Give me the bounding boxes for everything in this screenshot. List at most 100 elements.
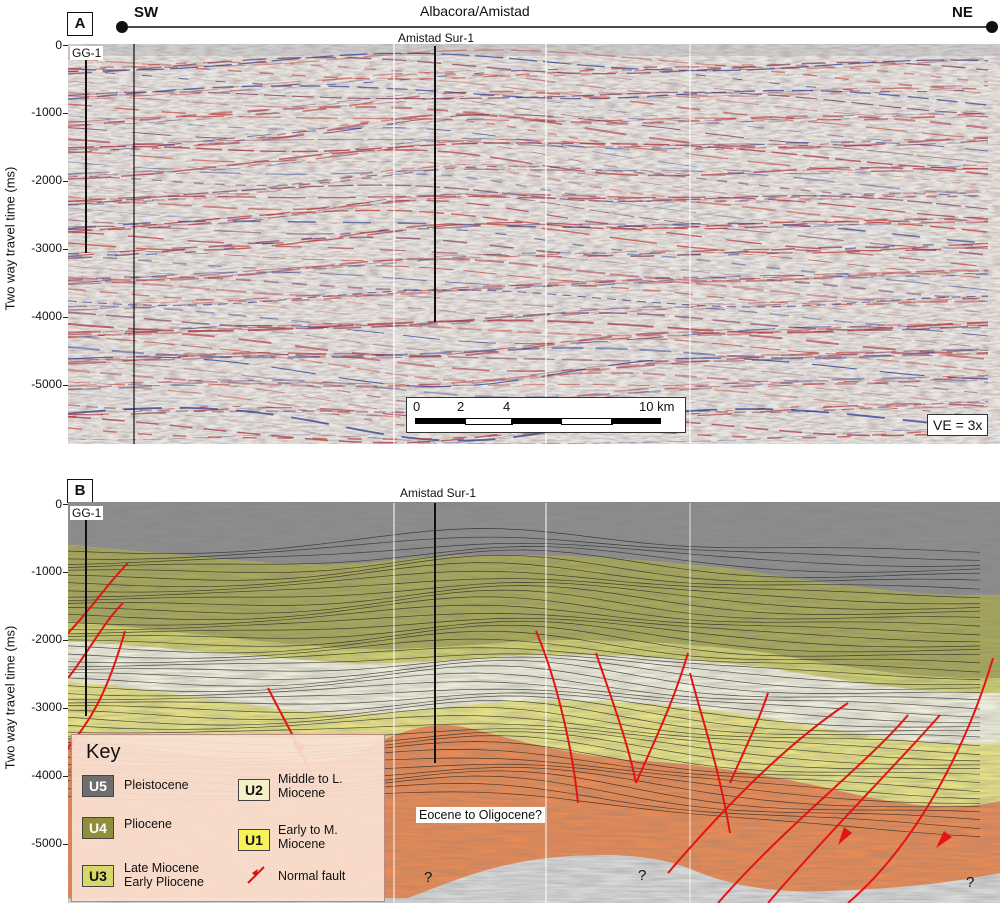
y-tick-mark (63, 504, 68, 505)
seismic-reflector (68, 92, 989, 123)
horizon-line (68, 578, 981, 605)
panel-a-label: A (67, 12, 93, 36)
sw-endpoint-marker (116, 21, 128, 33)
well-gg1-line-a (85, 60, 87, 253)
y-tick-mark (63, 45, 68, 46)
seismic-reflector (68, 56, 989, 75)
y-tick-label: -1000 (31, 564, 62, 578)
question-mark: ? (966, 874, 975, 891)
seismic-reflector (68, 356, 989, 388)
seismic-reflector (68, 257, 989, 283)
horizon-line (68, 613, 981, 643)
y-tick-mark (63, 113, 68, 114)
sw-label: SW (134, 4, 159, 21)
horizon-line (68, 546, 981, 573)
section-title: Albacora/Amistad (420, 3, 530, 19)
legend-swatch-u5: U5 (82, 775, 114, 797)
seismic-reflector (68, 351, 989, 373)
seismic-reflector (68, 77, 989, 100)
y-tick-label: -4000 (31, 309, 62, 323)
y-tick-label: -5000 (31, 836, 62, 850)
scale-tick-0: 0 (413, 399, 421, 414)
seismic-reflector (68, 193, 989, 228)
horizon-line (68, 681, 981, 718)
seismic-reflector (68, 381, 989, 416)
horizon-line (68, 589, 981, 620)
horizon-line (68, 665, 981, 701)
vertical-exaggeration-label: VE = 3x (927, 414, 989, 436)
well-amistad-line-a (434, 46, 436, 322)
horizon-line (68, 638, 981, 673)
seismic-reflector (68, 138, 989, 172)
panel-b-label: B (67, 479, 93, 503)
seismic-reflector (68, 311, 989, 332)
seismic-reflector (68, 305, 989, 329)
horizon-line (68, 554, 981, 583)
y-tick-label: -2000 (31, 173, 62, 187)
seismic-reflector (68, 236, 989, 260)
seismic-reflector (68, 113, 989, 146)
seismic-reflector (68, 116, 989, 144)
seismic-reflector (68, 165, 989, 198)
horizon-line (68, 624, 981, 657)
seismic-reflector (68, 392, 989, 416)
horizon-line (68, 706, 981, 747)
seismic-reflector (68, 85, 989, 106)
horizon-line (68, 620, 981, 653)
seismic-reflector (68, 168, 989, 195)
y-tick-label: -4000 (31, 768, 62, 782)
seismic-reflector (68, 349, 989, 362)
horizon-line (68, 630, 981, 664)
legend-label-u5: Pleistocene (124, 778, 189, 792)
seismic-reflector (68, 184, 989, 210)
horizon-line (68, 582, 981, 610)
seismic-reflector (68, 253, 989, 280)
y-axis-label-a: Two way travel time (ms) (2, 166, 18, 311)
scale-bar: 0 2 4 10 km (406, 397, 686, 433)
y-tick-label: -3000 (31, 700, 62, 714)
seismic-reflector (68, 160, 989, 187)
y-tick-mark (63, 844, 68, 845)
normal-fault-symbol-icon (247, 866, 265, 884)
horizon-line (68, 700, 981, 738)
horizon-line (68, 617, 981, 648)
seismic-reflector (68, 113, 989, 149)
seismic-reflector (68, 209, 989, 233)
seismic-section-image (68, 44, 1000, 444)
y-tick-mark (63, 385, 68, 386)
legend-label-u2: Middle to L. Miocene (278, 772, 343, 800)
y-tick-mark (63, 572, 68, 573)
seismic-reflector (68, 192, 989, 226)
seismic-reflector (68, 407, 989, 442)
seismic-reflector (68, 352, 989, 382)
y-tick-label: 0 (55, 497, 62, 511)
seismic-reflector (68, 106, 989, 130)
horizon-line (68, 660, 981, 694)
seismic-reflector (68, 61, 989, 83)
y-tick-mark (63, 708, 68, 709)
y-axis-label-b: Two way travel time (ms) (2, 625, 18, 770)
legend-swatch-u1: U1 (238, 829, 270, 851)
horizon-line (68, 695, 981, 732)
seismic-reflector (68, 173, 989, 206)
scale-tick-4: 4 (503, 399, 511, 414)
y-tick-mark (63, 249, 68, 250)
question-mark: ? (638, 867, 647, 884)
horizon-line (68, 528, 981, 555)
seismic-reflector (68, 323, 989, 337)
y-tick-label: -5000 (31, 377, 62, 391)
seismic-reflector (68, 92, 989, 118)
seismic-reflector (68, 223, 989, 249)
seismic-reflector (68, 271, 989, 291)
seismic-reflector (68, 118, 989, 151)
legend-key: Key U5 Pleistocene U4 Pliocene U3 Late M… (71, 734, 385, 902)
seismic-reflector (68, 115, 989, 140)
y-tick-mark (63, 181, 68, 182)
scale-tick-2: 2 (457, 399, 465, 414)
scale-tick-10km: 10 km (639, 399, 675, 414)
horizon-line (68, 653, 981, 686)
seismic-reflector (68, 90, 989, 121)
seismic-reflector (68, 251, 989, 278)
seismic-reflector (68, 141, 989, 176)
seismic-reflector (68, 137, 989, 174)
